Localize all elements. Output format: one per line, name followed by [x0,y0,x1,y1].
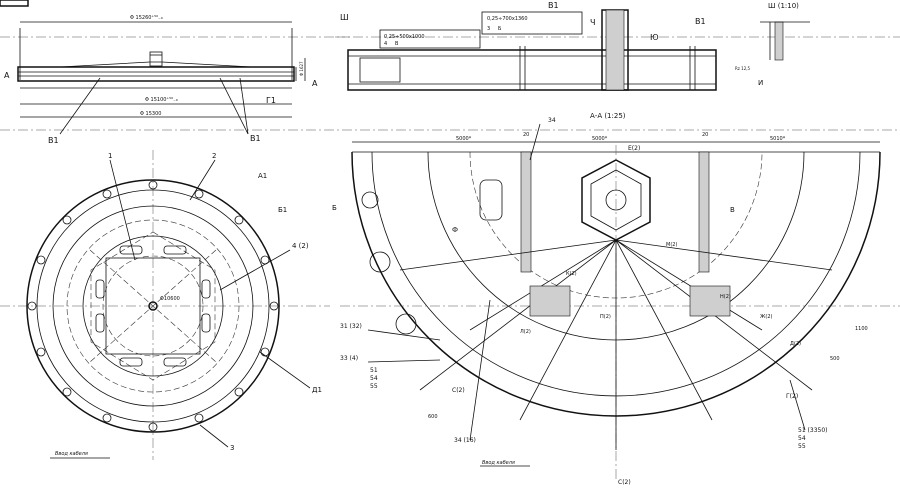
label-v1a: В1 [548,1,559,10]
callout-34-bottom: 34 (16) [454,437,476,444]
dim-600: 600 [428,414,438,420]
callout-2: 2 [212,152,216,160]
dim-bottom: Φ 15300 [140,111,161,117]
label-phi: Ф [452,226,458,234]
callout-d1: Д1 [312,386,322,394]
label-m2: М(2) [666,242,677,248]
callout-31: 31 (32) [340,323,362,330]
label-v1-left: В1 [48,136,59,145]
spec2-line2: 3 [487,26,490,32]
label-sh: Ш [340,13,349,22]
callout-s2: С(2) [452,387,465,394]
callout-b1: Б1 [278,206,287,214]
label-zh2: Ж(2) [760,314,773,320]
dim-right: Φ 1627 [299,61,304,76]
label-d2: Д(2) [790,341,801,347]
corner-tag-frame [0,0,29,7]
dim-5000a: 5000* [456,136,472,142]
callout-54: 54 [370,375,378,382]
spec1-line2: 4 [384,41,387,47]
callout-55: 55 [370,383,378,390]
callout-55b: 55 [798,443,806,450]
label-n2: Н(2) [720,294,731,300]
label-v1b: В1 [695,17,706,26]
center-dim: Φ10600 [160,296,180,302]
dim-top: Φ 15260⁺⁵⁰₋₀ [130,15,163,21]
cable-entry-left: Ввод кабеля [55,451,88,457]
callout-4: 4 (2) [292,242,309,250]
side-view: Φ 15260⁺⁵⁰₋₀ Φ 15100⁺⁵⁰₋₀ Φ 15300 Φ 1627… [0,15,900,145]
callout-g2: Г(2) [786,393,798,400]
label-g1: Г1 [266,96,276,105]
label-l2: Л(2) [520,329,531,335]
label-ch: Ч [590,18,595,27]
label-b: Б [332,204,337,212]
dim-500: 500 [830,356,840,362]
callout-51: 51 [370,367,378,374]
detail-sh: Ш (1:10) И Rz 12,5 [735,2,810,87]
callout-e2: Е(2) [628,145,640,152]
dim-20b: 20 [702,132,708,138]
callout-54b: 54 [798,435,806,442]
callout-3: 3 [230,444,234,452]
callout-51b: 51 (3350) [798,427,828,434]
spec2-line3: Б [498,26,502,32]
plan-view: 1 2 3 4 (2) А1 Б1 Д1 Φ10600 Ввод кабеля [0,150,330,460]
label-yu: Ю [650,33,659,42]
dim-1100: 1100 [855,326,868,332]
callout-a1: А1 [258,172,267,180]
label-k2: К(2) [566,271,577,277]
callout-34-top: 34 [548,117,556,124]
label-v1-right: В1 [250,134,261,143]
dim-5010: 5010* [770,136,786,142]
spec1-line1: 0,25÷500х1000 [384,34,425,40]
label-v: В [730,206,735,214]
section-top: 0,25÷500х1000 4 В 0,25÷700х1360 3 Б Ш В1… [335,1,900,91]
detail-title: Ш (1:10) [768,2,799,10]
callout-1: 1 [108,152,112,160]
callout-33: 33 (4) [340,355,358,362]
label-a-left: A [4,71,10,80]
label-a-right: A [312,79,318,88]
roughness: Rz 12,5 [735,66,751,71]
spec2-line1: 0,25÷700х1360 [487,16,528,22]
section-aa-title: А-А (1:25) [590,112,626,120]
spec1-line3: В [395,41,399,47]
dim-mid: Φ 15100⁺⁵⁰₋₀ [145,97,178,103]
half-view: А-А (1:25) 5000* 5000* 5010* [332,112,900,486]
dim-20a: 20 [523,132,529,138]
callout-sz: С(2) [618,479,631,486]
label-p2: П(2) [600,314,611,320]
dim-5000b: 5000* [592,136,608,142]
label-i: И [758,79,763,87]
cable-entry-right: Ввод кабеля [482,460,515,466]
